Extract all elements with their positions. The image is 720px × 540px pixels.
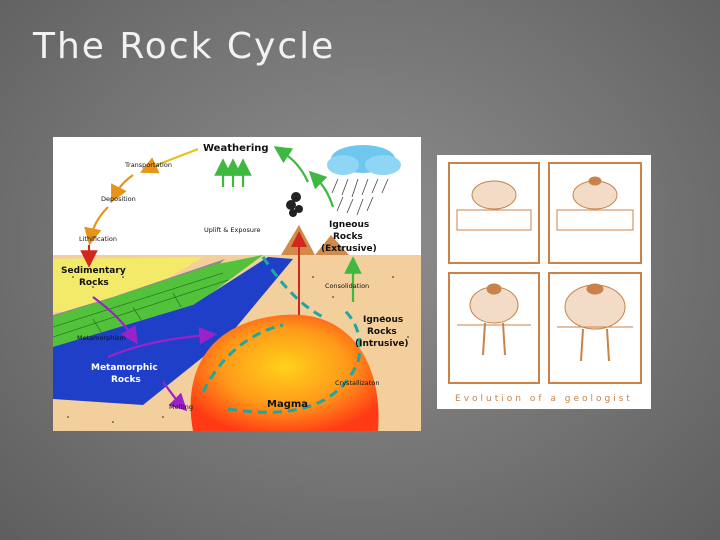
limestone-layer [53, 255, 263, 349]
cartoon-panel-1 [456, 180, 532, 231]
label-igneous-int-2: Rocks [367, 327, 397, 337]
rock-cycle-diagram: Transportation Deposition Lithification … [53, 137, 421, 431]
label-igneous-ext-2: Rocks [333, 232, 363, 242]
label-igneous-int-1: Igneous [363, 315, 403, 325]
label-weathering: Weathering [203, 143, 269, 154]
ground-speckles [67, 276, 409, 423]
label-transportation: Transportation [124, 161, 172, 169]
cartoon-panel-4 [557, 283, 633, 362]
cartoon-panel-2 [556, 176, 634, 231]
label-sedimentary-2: Rocks [79, 278, 109, 288]
label-igneous-int-3: (Intrusive) [355, 339, 409, 349]
metamorphic-layer [53, 257, 293, 405]
cartoon-background [437, 155, 651, 409]
cycle-arrows [80, 146, 362, 412]
rain-cloud [327, 145, 401, 216]
label-melting: Melting [169, 403, 193, 411]
label-uplift: Uplift & Exposure [204, 226, 261, 234]
label-igneous-ext-3: (Extrusive) [321, 244, 377, 254]
label-metamorphic-1: Metamorphic [91, 363, 158, 373]
label-sedimentary-1: Sedimentary [61, 266, 126, 276]
geologist-cartoon: Evolution of a geologist [437, 155, 651, 409]
label-lithification: Lithification [79, 235, 117, 243]
label-consolidation: Consolidation [325, 282, 369, 290]
label-deposition: Deposition [101, 195, 136, 203]
cartoon-frames [448, 162, 642, 384]
cartoon-caption: Evolution of a geologist [455, 394, 633, 404]
cartoon-panel-3 [457, 283, 531, 356]
ash-cloud [286, 192, 303, 217]
slide-title: The Rock Cycle [33, 26, 336, 67]
volcano-small [315, 235, 349, 255]
label-metamorphic-2: Rocks [111, 375, 141, 385]
label-magma: Magma [267, 399, 308, 410]
dashed-cycle-path [201, 256, 362, 414]
brick-lines [53, 272, 229, 338]
sediment-layer [53, 257, 203, 312]
label-crystallization: Crystallizaton [335, 379, 379, 387]
label-metamorphism: Metamorphism [77, 334, 126, 342]
magma-chamber [190, 314, 379, 431]
label-igneous-ext-1: Igneous [329, 220, 369, 230]
